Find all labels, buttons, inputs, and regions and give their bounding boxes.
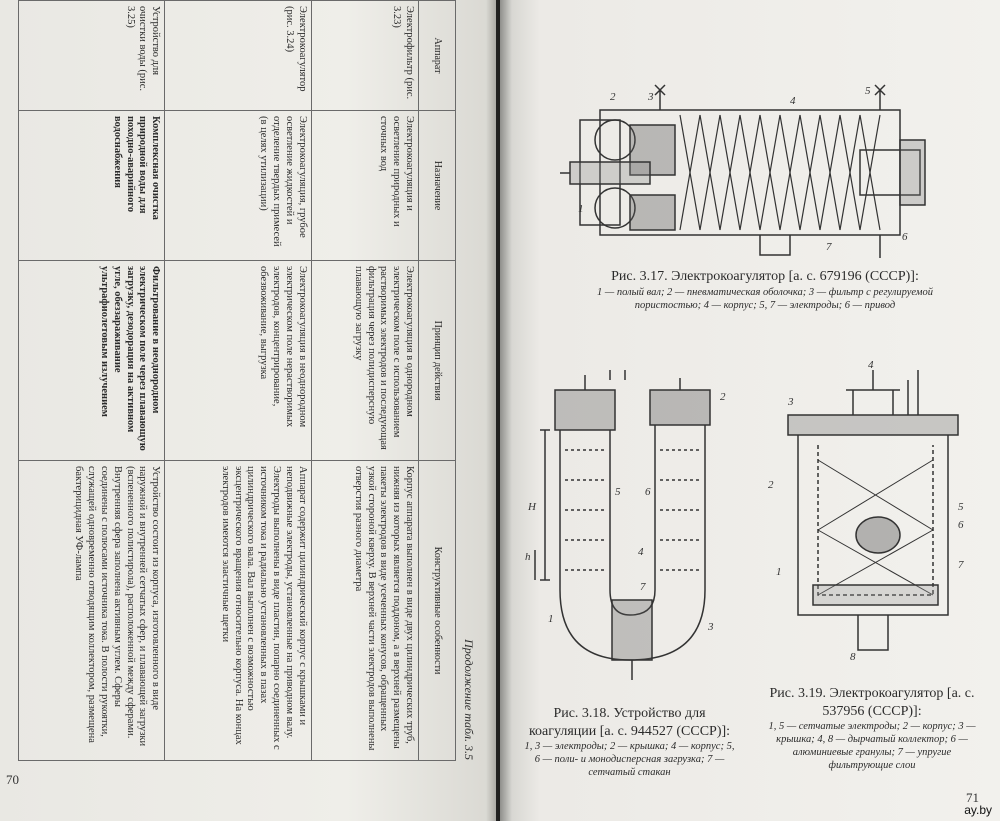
figure-3-19-drawing: 4 3 2 5 6 7 1 8	[768, 360, 964, 663]
fig319-label-7: 7	[958, 559, 964, 571]
principle-cell: Электрокоагуляция в неоднородном электри…	[164, 260, 312, 461]
purpose-cell: Электрокоагуляция, грубое осветление жид…	[164, 110, 312, 261]
purpose-cell: Комплексная очистка природной воды для п…	[18, 110, 165, 261]
column-header: Конструктивные особенности	[418, 460, 456, 761]
page-number-right: 71	[966, 790, 979, 805]
fig318-label-7: 7	[640, 581, 646, 593]
principle-cell: Фильтрование в неоднородном электрическо…	[18, 260, 165, 461]
purpose-cell: Электрокоагуляция и осветление природных…	[311, 110, 419, 261]
watermark: ay.by	[964, 803, 992, 817]
figure-3-17-legend: 1 — полый вал; 2 — пневматическая оболоч…	[596, 286, 933, 311]
fig318-label-H: H	[527, 501, 537, 513]
fig318-label-6: 6	[645, 486, 651, 498]
fig319-label-1: 1	[776, 566, 782, 578]
fig318-label-5: 5	[615, 486, 621, 498]
fig317-label-4: 4	[790, 95, 796, 107]
table-continuation-title: Продолжение табл. 3.5	[462, 639, 476, 760]
apparatus-cell: Электрофильтр (рис. 3.23)	[311, 0, 419, 111]
fig319-label-2: 2	[768, 479, 774, 491]
fig317-label-6: 6	[902, 231, 908, 243]
column-header: Аппарат	[418, 0, 456, 111]
figure-3-19-caption: Рис. 3.19. Электрокоагулятор [а. с. 5379…	[762, 685, 982, 773]
fig319-label-3: 3	[787, 396, 794, 408]
fig319-label-6: 6	[958, 519, 964, 531]
apparatus-table: Аппарат Назначение Принцип действия Конс…	[18, 0, 456, 761]
fig318-label-3: 3	[707, 621, 714, 633]
fig317-label-1: 1	[578, 203, 584, 215]
page-number-left: 70	[6, 772, 19, 787]
table-row: Электрофильтр (рис. 3.23) Электрокоагуля…	[311, 0, 419, 761]
figure-3-17-drawing: 2 3 4 5 1 6 7	[560, 84, 926, 258]
principle-cell: Электрокоагуляция в однородном электриче…	[311, 260, 419, 461]
apparatus-cell: Устройство для очистки воды (рис. 3.25)	[18, 0, 165, 111]
fig317-label-2: 2	[610, 91, 616, 103]
figure-3-19-legend: 1, 5 — сетчатые электроды; 2 — корпус; 3…	[768, 721, 976, 772]
table-row: Устройство для очистки воды (рис. 3.25) …	[18, 0, 165, 761]
right-page: 2 3 4 5 1 6 7 Рис. 3.17. Электрокоагулят…	[500, 0, 1000, 821]
fig318-label-4: 4	[638, 546, 644, 558]
table-row: Электрокоагулятор (рис. 3.24) Электрокоа…	[164, 0, 312, 761]
fig317-label-7: 7	[826, 241, 832, 253]
column-header: Назначение	[418, 110, 456, 261]
column-header: Принцип действия	[418, 260, 456, 461]
fig319-label-8: 8	[850, 651, 856, 663]
rotated-table-block: Продолжение табл. 3.5 Аппарат Назначение…	[16, 0, 478, 761]
fig318-label-2: 2	[720, 391, 726, 403]
table-header-row: Аппарат Назначение Принцип действия Конс…	[418, 0, 456, 761]
fig319-label-4: 4	[868, 360, 874, 371]
fig318-label-1: 1	[548, 613, 554, 625]
figure-3-17-caption: Рис. 3.17. Электрокоагулятор [а. с. 6791…	[580, 268, 950, 312]
apparatus-cell: Электрокоагулятор (рис. 3.24)	[164, 0, 312, 111]
fig317-label-5: 5	[865, 85, 871, 97]
figure-3-18-legend: 1, 3 — электроды; 2 — крышка; 4 — корпус…	[524, 741, 735, 779]
figure-3-19-title: Рис. 3.19. Электрокоагулятор [а. с. 5379…	[769, 686, 975, 719]
figure-3-18-caption: Рис. 3.18. Устройство для коагуляции [а.…	[522, 705, 737, 779]
left-page: Продолжение табл. 3.5 Аппарат Назначение…	[0, 0, 496, 821]
fig319-label-5: 5	[958, 501, 964, 513]
figure-3-17-title: Рис. 3.17. Электрокоагулятор [а. с. 6791…	[611, 269, 919, 284]
features-cell: Аппарат содержит цилиндрический корпус с…	[164, 460, 312, 761]
figure-3-18-drawing: H h 2 5 6 4 1 3 7	[525, 370, 726, 680]
features-cell: Корпус аппарата выполнен в виде двух цил…	[311, 460, 419, 761]
figure-3-18-title: Рис. 3.18. Устройство для коагуляции [а.…	[528, 706, 731, 739]
features-cell: Устройство состоит из корпуса, изготовле…	[18, 460, 165, 761]
book-gutter	[486, 0, 512, 821]
fig318-label-h: h	[525, 551, 531, 563]
fig317-label-3: 3	[647, 91, 654, 103]
